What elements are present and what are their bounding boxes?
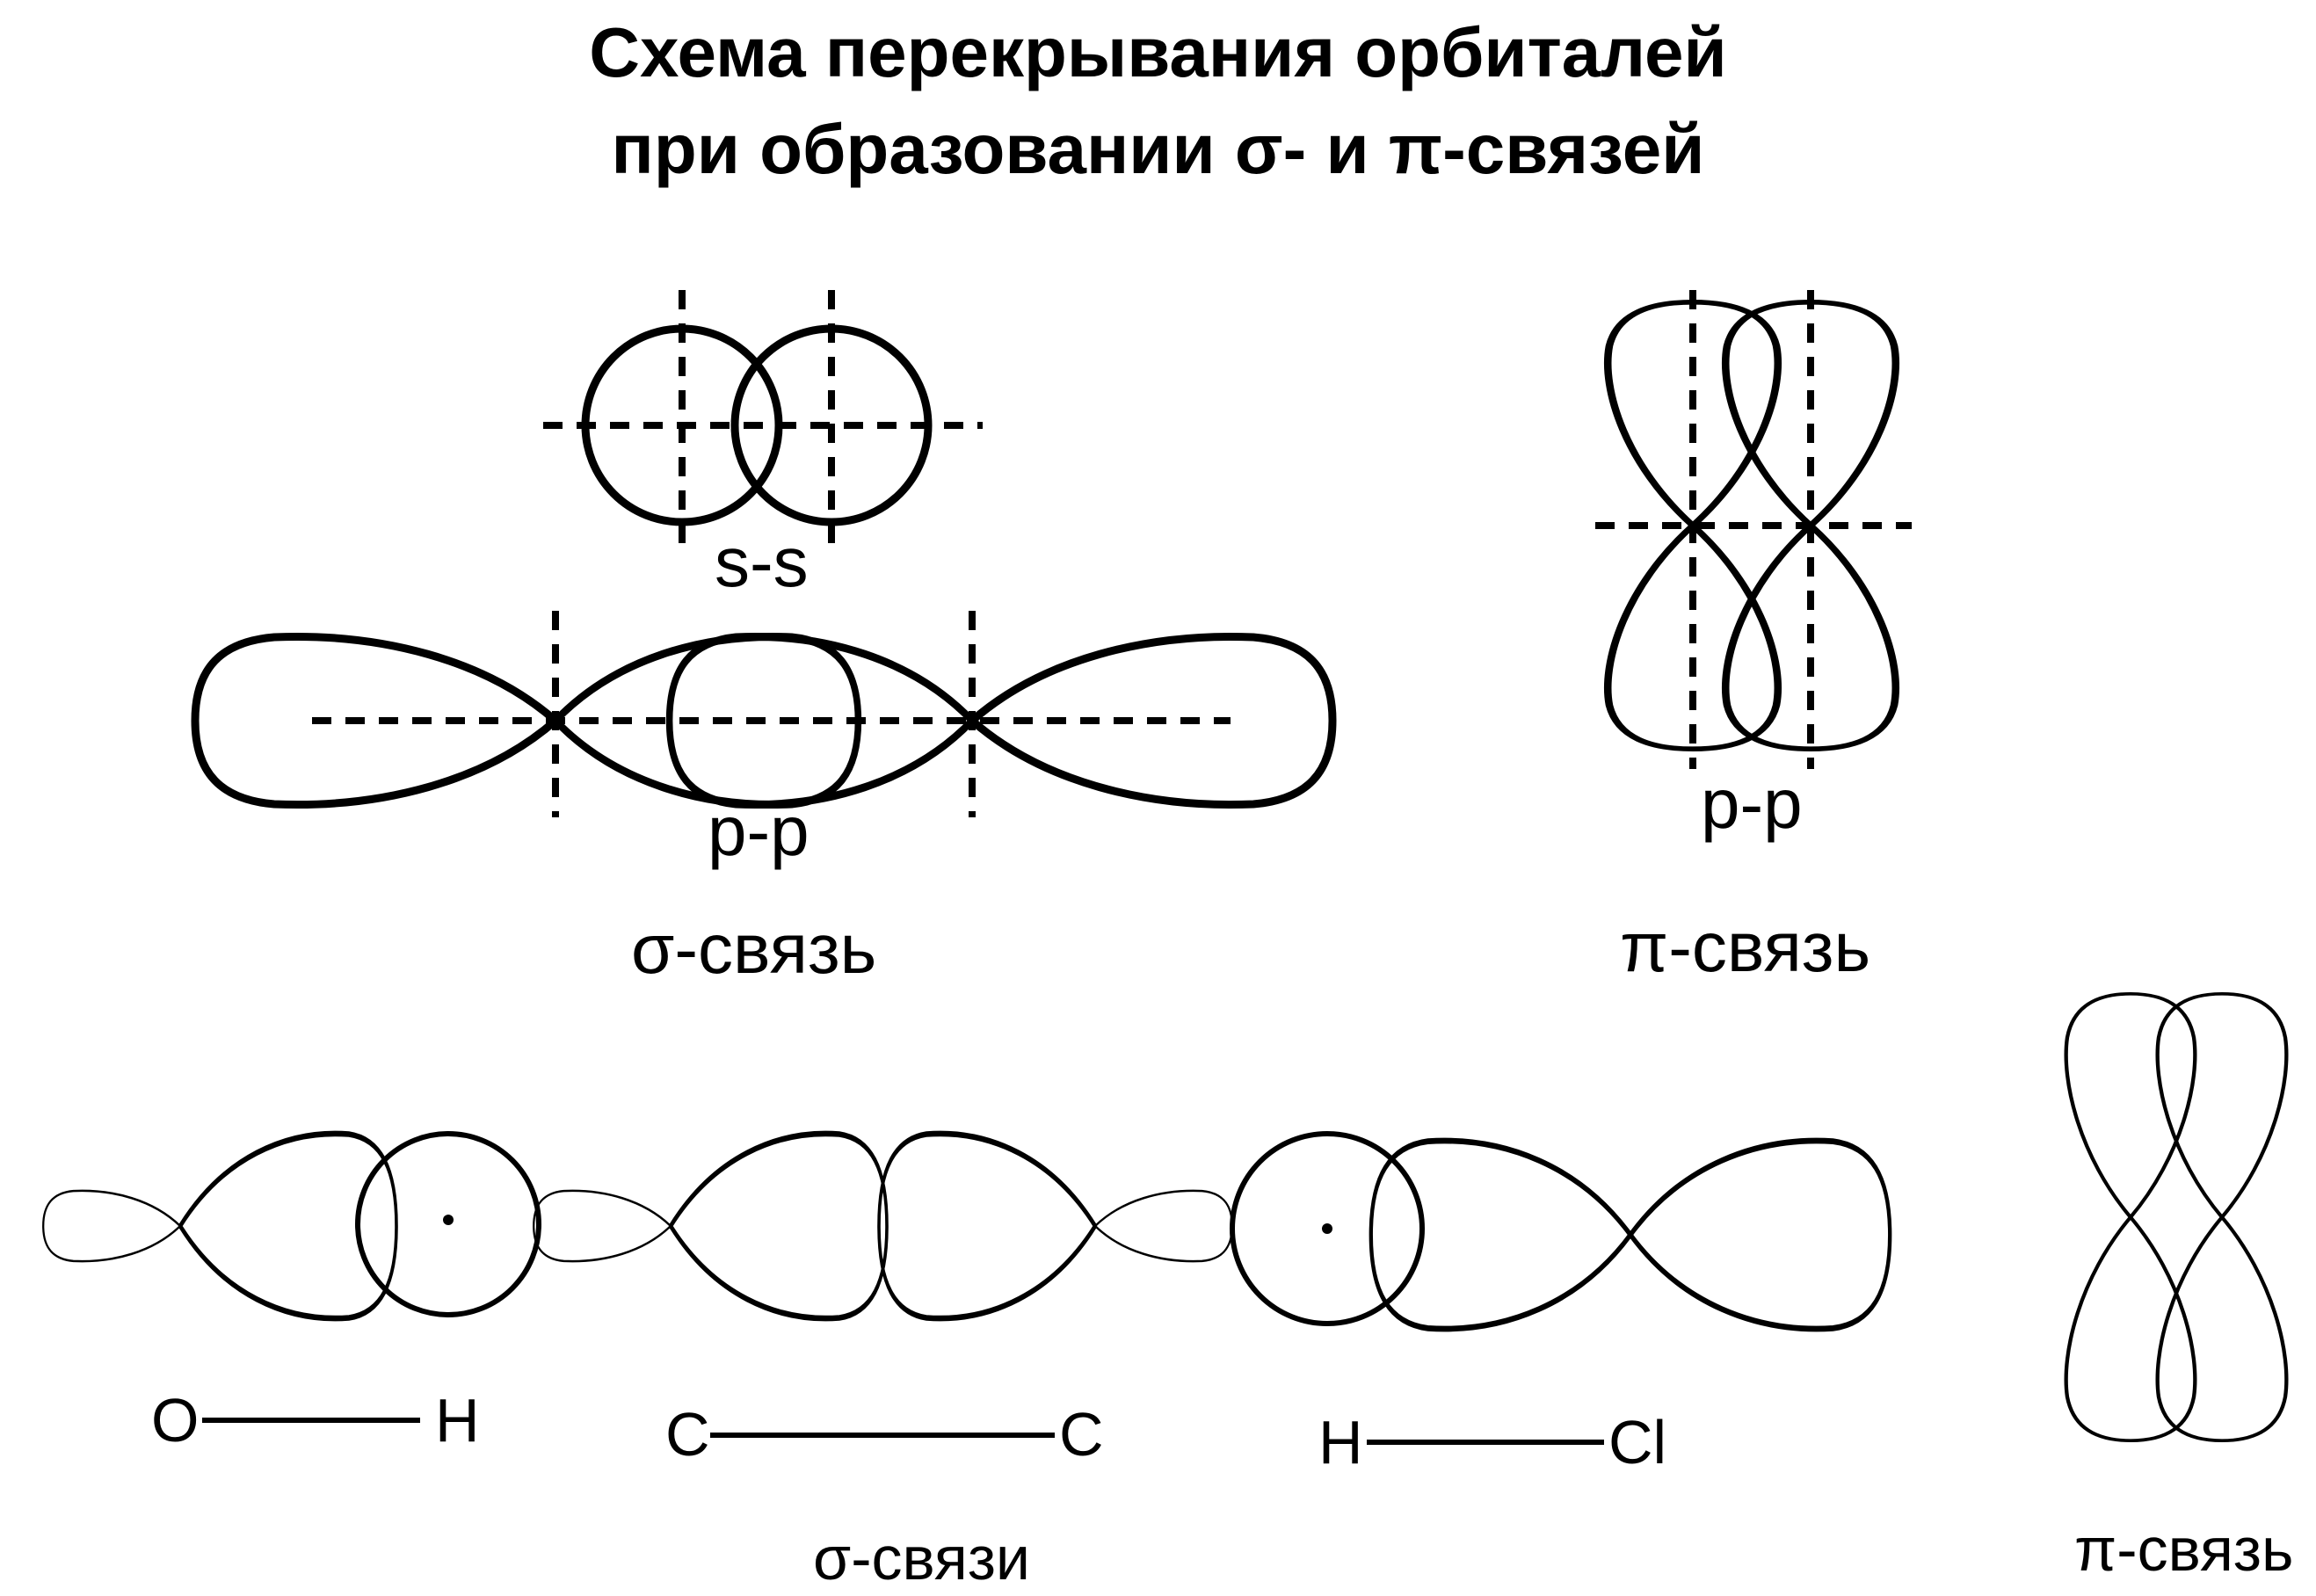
pi-bond-caption-small: π-связь: [2074, 1515, 2294, 1584]
pp-sigma-label: p-p: [708, 792, 810, 870]
p-lobe-left-inner: [555, 636, 858, 804]
hcl-atom-h: H: [1318, 1408, 1363, 1476]
sigma-bond-caption: σ-связь: [631, 910, 877, 988]
pp-pi-overlap-diagram: [1595, 290, 1912, 769]
oh-p-lobe-large: [180, 1134, 396, 1318]
p-lobe-left-outer: [195, 636, 555, 804]
sigma-bonds-caption: σ-связи: [813, 1524, 1031, 1592]
oh-atom-o: O: [151, 1386, 200, 1455]
pi2-lobe-right-bottom: [2158, 1217, 2287, 1440]
oh-p-lobe-small: [41, 1189, 182, 1263]
hcl-p-lobe-right: [1630, 1141, 1890, 1329]
hcl-atom-cl: Cl: [1608, 1408, 1667, 1476]
pp-sigma-overlap-diagram: [195, 611, 1332, 817]
hcl-orbital-overlap: [1230, 1131, 1890, 1329]
oh-nucleus-dot: [443, 1215, 454, 1225]
ss-label: s-s: [715, 523, 809, 601]
cc-right-large-lobe: [879, 1134, 1095, 1318]
hcl-p-lobe-left: [1371, 1141, 1630, 1329]
pi2-lobe-right-top: [2158, 994, 2287, 1217]
pi2-lobe-left-top: [2066, 994, 2196, 1217]
pp-pi-label: p-p: [1701, 765, 1803, 843]
title-line-1: Схема перекрывания орбиталей: [589, 13, 1727, 91]
title-line-2: при образовании σ- и π-связей: [611, 110, 1705, 188]
cc-orbital-overlap: [532, 1134, 1234, 1318]
oh-orbital-overlap: [41, 1131, 541, 1318]
s-orbital-left: [581, 324, 783, 526]
ss-overlap-diagram: [543, 290, 983, 554]
hcl-nucleus-dot: [1322, 1223, 1332, 1234]
pi2-lobe-left-bottom: [2066, 1217, 2196, 1440]
pi-bond-caption: π-связь: [1620, 908, 1871, 986]
cc-left-large-lobe: [671, 1134, 887, 1318]
s-orbital-right: [730, 324, 933, 526]
oh-s-orbital: [355, 1131, 541, 1317]
cc-left-small-lobe: [532, 1189, 672, 1263]
cc-atom-left: C: [665, 1400, 710, 1469]
pi-bond-overlap-small: [2066, 994, 2287, 1440]
cc-right-small-lobe: [1093, 1189, 1234, 1263]
cc-atom-right: C: [1059, 1400, 1104, 1469]
hcl-s-orbital: [1230, 1131, 1425, 1326]
oh-atom-h: H: [435, 1386, 480, 1455]
